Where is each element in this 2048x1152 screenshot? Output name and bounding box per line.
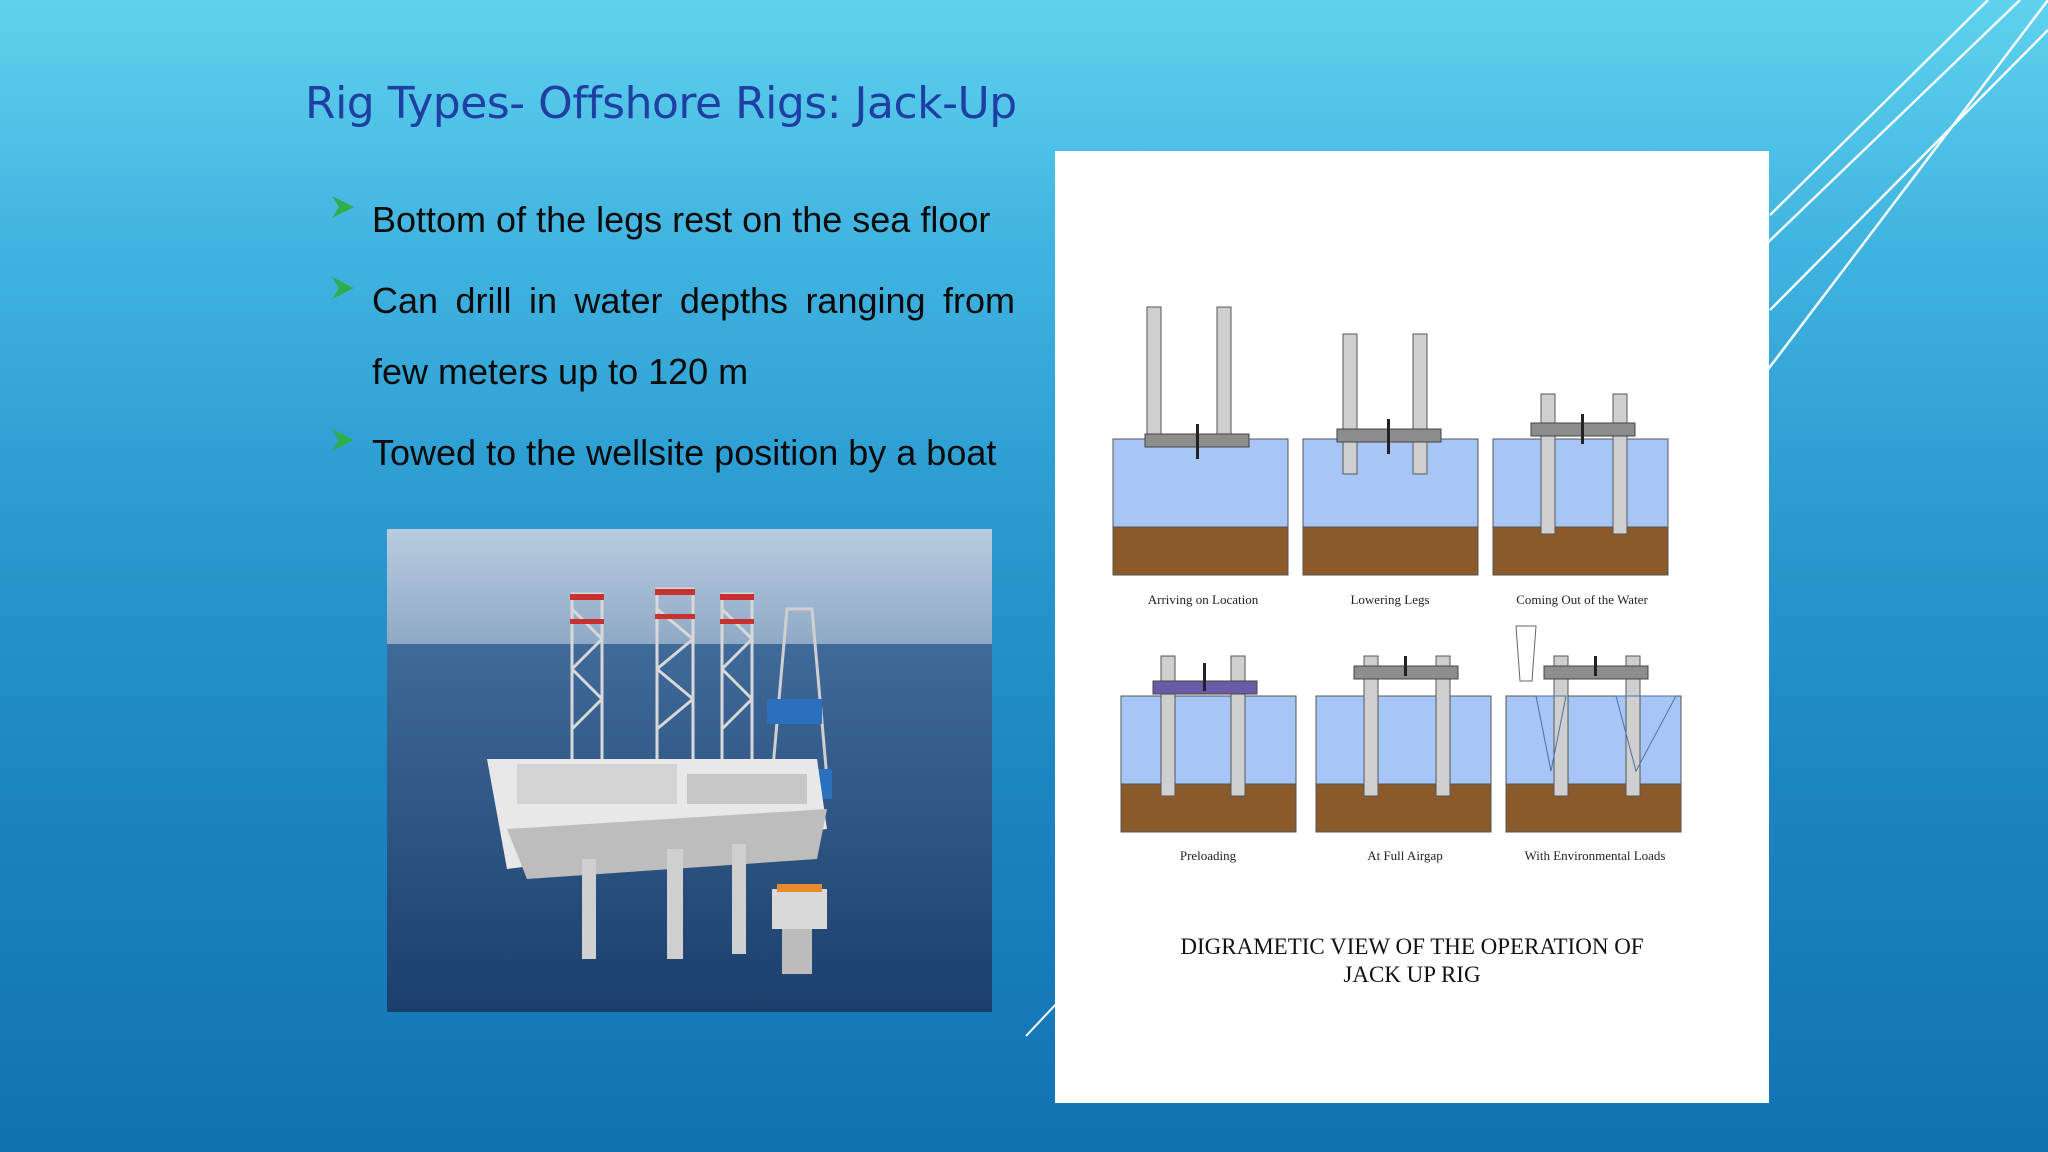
bullet-item: Can drill in water depths ranging from f… — [330, 265, 1015, 407]
diagram-caption-line1: DIGRAMETIC VIEW OF THE OPERATION OF — [1180, 934, 1644, 959]
stage-label: Lowering Legs — [1350, 592, 1430, 607]
stage-arriving — [1112, 306, 1289, 576]
decorative-line — [1025, 1001, 1059, 1037]
jack-up-rig-photo — [387, 529, 992, 1012]
decorative-lines — [1760, 0, 2048, 381]
jack-up-operation-diagram — [1112, 306, 1682, 833]
stage-coming-out — [1492, 393, 1669, 576]
bullet-list: Bottom of the legs rest on the sea floor… — [330, 196, 1015, 512]
green-arrow-icon — [332, 277, 354, 299]
stage-label: Preloading — [1179, 848, 1237, 863]
bullet-text: Can drill in water depths ranging from f… — [372, 280, 1015, 392]
slide-title: Rig Types- Offshore Rigs: Jack-Up — [305, 78, 1017, 129]
stage-label: Coming Out of the Water — [1516, 592, 1648, 607]
stage-preloading — [1120, 655, 1297, 833]
diagram-panel: Arriving on Location Lowering Legs Comin… — [1055, 151, 1769, 1103]
diagram-caption: DIGRAMETIC VIEW OF THE OPERATION OF JACK… — [1055, 933, 1769, 989]
diagram-caption-line2: JACK UP RIG — [1343, 962, 1481, 987]
bullet-item: Towed to the wellsite position by a boat — [330, 417, 1015, 488]
green-arrow-icon — [332, 196, 354, 218]
stage-label: Arriving on Location — [1147, 592, 1259, 607]
bullet-text: Towed to the wellsite position by a boat — [372, 432, 997, 473]
stage-label: At Full Airgap — [1367, 848, 1443, 863]
stage-environmental-loads — [1505, 625, 1682, 833]
stage-lowering — [1302, 333, 1479, 576]
bullet-text: Bottom of the legs rest on the sea floor — [372, 199, 991, 240]
green-arrow-icon — [332, 429, 354, 451]
stage-full-airgap — [1315, 655, 1492, 833]
bullet-item: Bottom of the legs rest on the sea floor — [330, 184, 1015, 255]
stage-label: With Environmental Loads — [1524, 848, 1666, 863]
